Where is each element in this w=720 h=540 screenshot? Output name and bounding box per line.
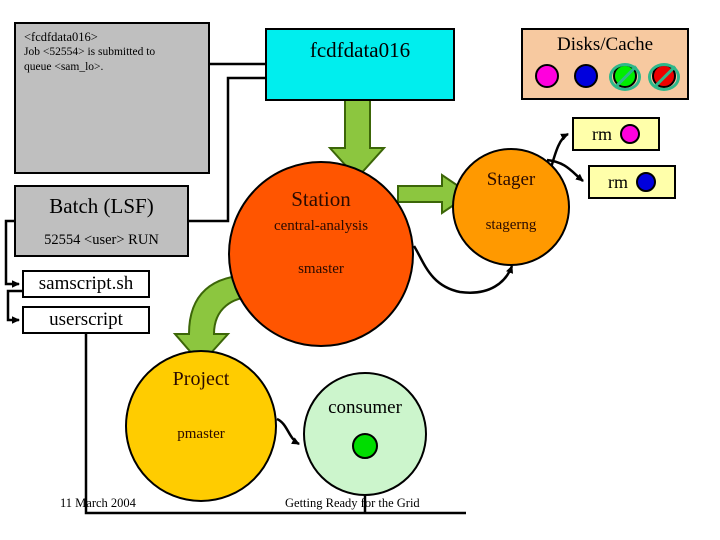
disk-dot-magenta: [534, 64, 559, 88]
wire-stager-to-rm-1: [549, 132, 569, 169]
console-line-queue: queue <sam_lo>.: [24, 61, 104, 73]
disks-cache-title: Disks/Cache: [556, 34, 654, 55]
station-title: Station: [291, 187, 351, 211]
footer-date: 11 March 2004: [60, 496, 136, 510]
host-name-label: fcdfdata016: [309, 38, 411, 62]
samscript-label: samscript.sh: [38, 273, 134, 294]
project-title: Project: [172, 368, 230, 390]
disk-dot-green: [612, 64, 637, 88]
samscript-box: samscript.sh: [22, 270, 150, 298]
footer-presentation-title: Getting Ready for the Grid: [285, 496, 420, 510]
userscript-box: userscript: [22, 306, 150, 334]
disks-cache-dot-row: [531, 60, 680, 92]
rm-action-box: rm: [588, 165, 676, 199]
project-daemon-label: pmaster: [177, 426, 225, 442]
rm-label: rm: [592, 123, 612, 144]
stager-title: Stager: [486, 169, 536, 190]
station-subtitle: central-analysis: [273, 218, 369, 234]
station-daemon-label: smaster: [298, 261, 344, 277]
host-node-box: fcdfdata016: [265, 28, 455, 101]
wire-samscript-to-userscript: [6, 289, 22, 324]
rm-label: rm: [608, 171, 628, 192]
disk-slot-4: [647, 60, 680, 92]
batch-lsf-box: Batch (LSF) 52554 <user> RUN: [14, 185, 189, 257]
wire-project-to-consumer: [276, 417, 300, 446]
consumer-title: consumer: [328, 397, 402, 418]
station-node: Station central-analysis smaster: [228, 161, 414, 347]
disk-dot-magenta: [620, 124, 640, 144]
batch-job-status: 52554 <user> RUN: [44, 231, 159, 248]
rm-action-box: rm: [572, 117, 660, 151]
disk-dot-red: [651, 64, 676, 88]
console-line-job: Job <52554> is submitted to: [24, 46, 156, 58]
process-dot-green: [352, 433, 378, 459]
console-line-host: <fcdfdata016>: [24, 30, 98, 44]
disk-slot-2: [570, 60, 602, 92]
consumer-node: consumer: [303, 372, 427, 496]
project-node: Project pmaster: [125, 350, 277, 502]
batch-title: Batch (LSF): [49, 193, 154, 218]
userscript-label: userscript: [49, 309, 123, 330]
lsf-submission-console: <fcdfdata016> Job <52554> is submitted t…: [14, 22, 210, 174]
disk-dot-blue: [573, 64, 598, 88]
stager-daemon-label: stagerng: [485, 217, 537, 233]
disk-dot-blue: [636, 172, 656, 192]
disk-slot-1: [531, 60, 563, 92]
disk-slot-3: [608, 60, 641, 92]
stager-node: Stager stagerng: [452, 148, 570, 266]
disks-cache-panel: Disks/Cache: [521, 28, 689, 100]
